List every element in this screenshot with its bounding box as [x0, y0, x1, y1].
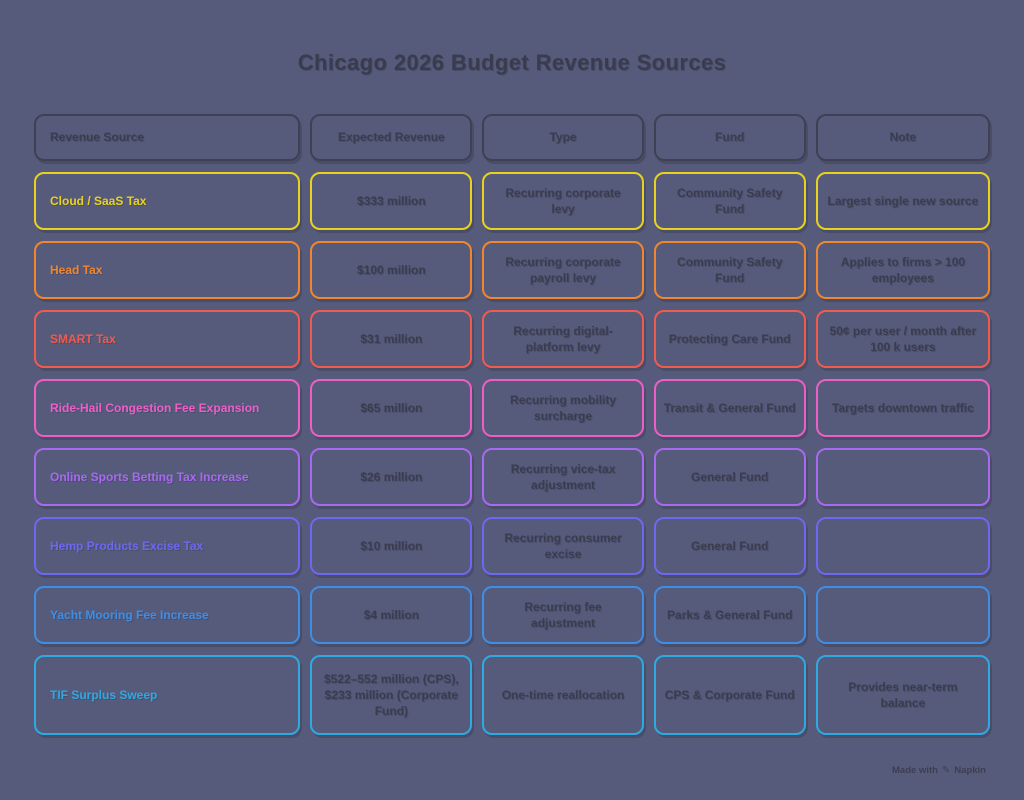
cell-revenue: $31 million: [310, 310, 473, 368]
cell-text: Community Safety Fund: [677, 185, 783, 216]
cell-text: $333 million: [357, 193, 426, 208]
cell-text: Targets downtown traffic: [832, 400, 974, 415]
cell-text: Recurring consumer excise: [504, 530, 622, 561]
cell-text: $522–552 million (CPS), $233 million (Co…: [324, 671, 459, 719]
made-with-napkin: Made with ✎ Napkin: [892, 765, 986, 776]
cell-fund: Community Safety Fund: [653, 172, 806, 230]
cell-text: 50¢ per user / month after 100 k users: [829, 323, 977, 354]
cell-text: Recurring digital-platform levy: [513, 323, 613, 354]
cell-fund: General Fund: [653, 517, 806, 575]
header-label: Type: [549, 130, 577, 145]
cell-fund: CPS & Corporate Fund: [653, 655, 806, 735]
cell-text: General Fund: [691, 469, 769, 484]
cell-text: Head Tax: [50, 262, 103, 277]
cell-type: Recurring fee adjustment: [482, 586, 644, 644]
cell-text: SMART Tax: [50, 331, 116, 346]
cell-text: Provides near-term balance: [848, 679, 958, 710]
cell-text: $10 million: [360, 538, 423, 553]
cell-text: TIF Surplus Sweep: [50, 687, 158, 702]
cell-fund: Transit & General Fund: [653, 379, 806, 437]
napkin-pen-icon: ✎: [941, 764, 951, 776]
cell-text: $4 million: [363, 607, 420, 622]
cell-type: Recurring corporate levy: [482, 172, 644, 230]
cell-text: Online Sports Betting Tax Increase: [50, 469, 249, 484]
cell-source: Cloud / SaaS Tax: [34, 172, 301, 230]
header-expected-revenue: Expected Revenue: [310, 114, 473, 161]
cell-text: Recurring corporate levy: [505, 185, 621, 216]
cell-note: Targets downtown traffic: [815, 379, 990, 437]
cell-text: $65 million: [360, 400, 423, 415]
cell-fund: Community Safety Fund: [653, 241, 806, 299]
cell-text: Applies to firms > 100 employees: [840, 254, 966, 285]
revenue-table: Revenue Source Expected Revenue Type Fun…: [34, 114, 990, 735]
cell-note: [815, 586, 990, 644]
cell-source: TIF Surplus Sweep: [34, 655, 301, 735]
cell-source: Hemp Products Excise Tax: [34, 517, 301, 575]
cell-revenue: $522–552 million (CPS), $233 million (Co…: [310, 655, 473, 735]
cell-revenue: $10 million: [310, 517, 473, 575]
cell-source: Head Tax: [34, 241, 301, 299]
cell-fund: General Fund: [653, 448, 806, 506]
cell-note: 50¢ per user / month after 100 k users: [815, 310, 990, 368]
header-label: Fund: [715, 130, 745, 145]
cell-text: Largest single new source: [827, 193, 979, 208]
cell-type: Recurring mobility surcharge: [482, 379, 644, 437]
cell-note: [815, 448, 990, 506]
cell-text: Recurring vice-tax adjustment: [510, 461, 616, 492]
cell-text: General Fund: [691, 538, 769, 553]
cell-type: Recurring consumer excise: [482, 517, 644, 575]
cell-fund: Protecting Care Fund: [653, 310, 806, 368]
cell-revenue: $4 million: [310, 586, 473, 644]
cell-text: CPS & Corporate Fund: [664, 687, 795, 702]
cell-text: Hemp Products Excise Tax: [50, 538, 204, 553]
header-label: Note: [889, 130, 917, 145]
cell-source: Online Sports Betting Tax Increase: [34, 448, 301, 506]
cell-type: Recurring corporate payroll levy: [482, 241, 644, 299]
cell-fund: Parks & General Fund: [653, 586, 806, 644]
cell-type: Recurring vice-tax adjustment: [482, 448, 644, 506]
cell-text: Community Safety Fund: [677, 254, 783, 285]
header-revenue-source: Revenue Source: [34, 114, 301, 161]
cell-text: One-time reallocation: [501, 687, 625, 702]
cell-text: Cloud / SaaS Tax: [50, 193, 147, 208]
cell-note: Applies to firms > 100 employees: [815, 241, 990, 299]
cell-text: Yacht Mooring Fee Increase: [50, 607, 209, 622]
cell-text: Recurring corporate payroll levy: [505, 254, 621, 285]
cell-revenue: $65 million: [310, 379, 473, 437]
made-with-label: Made with: [892, 765, 938, 776]
cell-source: Ride-Hail Congestion Fee Expansion: [34, 379, 301, 437]
header-label: Expected Revenue: [338, 130, 445, 145]
cell-text: $31 million: [360, 331, 423, 346]
header-type: Type: [482, 114, 644, 161]
cell-note: Provides near-term balance: [815, 655, 990, 735]
cell-type: One-time reallocation: [482, 655, 644, 735]
cell-text: Parks & General Fund: [667, 607, 793, 622]
cell-text: Protecting Care Fund: [668, 331, 791, 346]
cell-revenue: $333 million: [310, 172, 473, 230]
cell-type: Recurring digital-platform levy: [482, 310, 644, 368]
cell-source: SMART Tax: [34, 310, 301, 368]
cell-text: Transit & General Fund: [663, 400, 796, 415]
cell-note: Largest single new source: [815, 172, 990, 230]
cell-source: Yacht Mooring Fee Increase: [34, 586, 301, 644]
header-note: Note: [815, 114, 990, 161]
header-label: Revenue Source: [50, 130, 145, 145]
cell-text: Recurring mobility surcharge: [510, 392, 617, 423]
cell-text: $100 million: [357, 262, 426, 277]
cell-text: Recurring fee adjustment: [524, 599, 602, 630]
cell-text: Ride-Hail Congestion Fee Expansion: [50, 400, 260, 415]
header-fund: Fund: [653, 114, 806, 161]
cell-note: [815, 517, 990, 575]
napkin-brand-label: Napkin: [954, 765, 986, 776]
cell-revenue: $100 million: [310, 241, 473, 299]
cell-revenue: $26 million: [310, 448, 473, 506]
cell-text: $26 million: [360, 469, 423, 484]
page-title: Chicago 2026 Budget Revenue Sources: [297, 50, 727, 75]
